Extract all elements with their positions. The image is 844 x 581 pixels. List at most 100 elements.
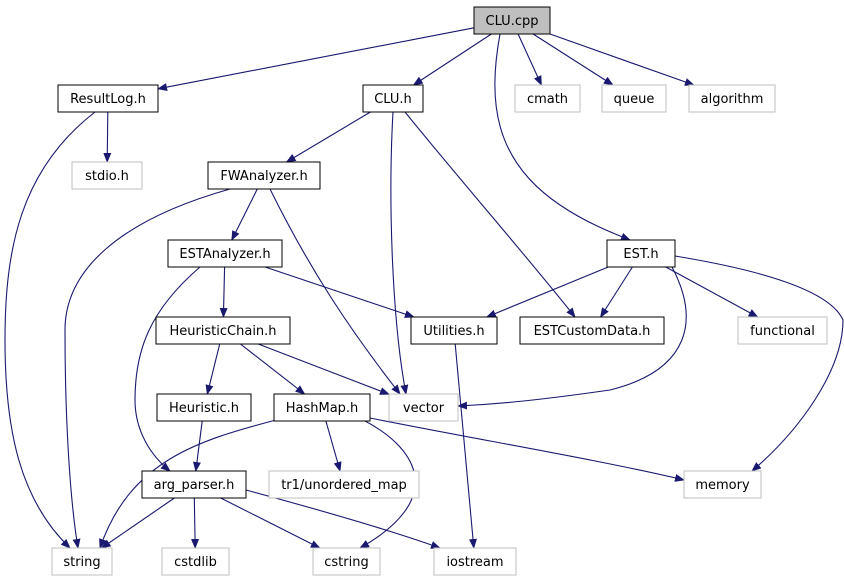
node-box-resultlog_h bbox=[57, 84, 159, 113]
edge-clu_cpp-to-clu_h bbox=[412, 33, 492, 86]
node-box-iostream bbox=[433, 547, 517, 576]
edge-utilities_h-to-iostream bbox=[454, 343, 477, 549]
edge-est_h-to-functional bbox=[665, 266, 759, 318]
edge-heuristicchain_h-to-hashmap_h bbox=[240, 343, 306, 395]
node-estanalyzer_h[interactable]: ESTAnalyzer.h bbox=[167, 239, 283, 268]
node-queue: queue bbox=[601, 84, 667, 113]
node-box-queue bbox=[601, 84, 667, 113]
edge-fwanalyzer_h-to-estanalyzer_h bbox=[231, 188, 258, 241]
node-box-string bbox=[51, 547, 113, 576]
edge-clu_h-to-fwanalyzer_h bbox=[285, 111, 371, 163]
node-estcustomdata_h[interactable]: ESTCustomData.h bbox=[519, 316, 665, 345]
node-label-algorithm: algorithm bbox=[701, 92, 764, 107]
node-label-utilities_h: Utilities.h bbox=[423, 324, 484, 339]
node-tr1_unordered_map: tr1/unordered_map bbox=[268, 470, 420, 499]
node-box-heuristicchain_h bbox=[155, 316, 291, 345]
node-box-tr1_unordered_map bbox=[268, 470, 420, 499]
edge-clu_cpp-to-resultlog_h bbox=[157, 27, 475, 92]
node-arg_parser_h[interactable]: arg_parser.h bbox=[141, 470, 247, 499]
node-label-queue: queue bbox=[614, 92, 655, 107]
edge-heuristicchain_h-to-vector bbox=[258, 343, 390, 395]
node-label-stdio_h: stdio.h bbox=[85, 169, 129, 184]
edge-heuristic_h-to-arg_parser_h bbox=[192, 420, 203, 472]
node-box-heuristic_h bbox=[156, 393, 252, 422]
node-box-vector bbox=[388, 393, 459, 422]
node-box-arg_parser_h bbox=[141, 470, 247, 499]
edge-clu_h-to-estcustomdata_h bbox=[404, 111, 576, 318]
node-label-vector: vector bbox=[403, 401, 445, 416]
node-hashmap_h[interactable]: HashMap.h bbox=[273, 393, 371, 422]
node-label-cstring: cstring bbox=[324, 555, 368, 570]
edge-estanalyzer_h-to-utilities_h bbox=[264, 266, 415, 318]
node-iostream: iostream bbox=[433, 547, 517, 576]
edge-hashmap_h-to-memory bbox=[369, 417, 685, 482]
edge-resultlog_h-to-string bbox=[4, 111, 96, 549]
node-memory: memory bbox=[683, 470, 762, 499]
node-label-iostream: iostream bbox=[446, 555, 503, 570]
node-label-heuristicchain_h: HeuristicChain.h bbox=[169, 324, 276, 339]
node-label-hashmap_h: HashMap.h bbox=[286, 401, 359, 416]
node-resultlog_h[interactable]: ResultLog.h bbox=[57, 84, 159, 113]
node-box-estanalyzer_h bbox=[167, 239, 283, 268]
node-label-estanalyzer_h: ESTAnalyzer.h bbox=[179, 247, 270, 262]
edge-hashmap_h-to-tr1_unordered_map bbox=[325, 420, 342, 472]
edge-resultlog_h-to-stdio_h bbox=[103, 111, 112, 163]
node-box-utilities_h bbox=[410, 316, 498, 345]
node-label-heuristic_h: Heuristic.h bbox=[169, 401, 239, 416]
node-label-clu_cpp: CLU.cpp bbox=[486, 14, 539, 29]
node-utilities_h[interactable]: Utilities.h bbox=[410, 316, 498, 345]
edge-est_h-to-memory bbox=[674, 255, 844, 472]
node-box-est_h bbox=[606, 239, 676, 268]
node-label-functional: functional bbox=[750, 324, 815, 339]
node-label-cstdlib: cstdlib bbox=[174, 555, 217, 570]
node-label-resultlog_h: ResultLog.h bbox=[70, 92, 146, 107]
node-heuristicchain_h[interactable]: HeuristicChain.h bbox=[155, 316, 291, 345]
node-box-estcustomdata_h bbox=[519, 316, 665, 345]
edge-clu_cpp-to-algorithm bbox=[549, 33, 695, 86]
edge-arg_parser_h-to-iostream bbox=[245, 489, 441, 549]
node-clu_h[interactable]: CLU.h bbox=[362, 84, 424, 113]
node-label-estcustomdata_h: ESTCustomData.h bbox=[534, 324, 651, 339]
edge-arg_parser_h-to-string bbox=[100, 497, 175, 549]
node-box-functional bbox=[737, 316, 828, 345]
node-label-est_h: EST.h bbox=[623, 247, 658, 262]
edge-estanalyzer_h-to-arg_parser_h bbox=[134, 266, 201, 472]
node-cstring: cstring bbox=[312, 547, 381, 576]
node-heuristic_h[interactable]: Heuristic.h bbox=[156, 393, 252, 422]
node-label-fwanalyzer_h: FWAnalyzer.h bbox=[220, 169, 307, 184]
node-box-cstdlib bbox=[161, 547, 230, 576]
node-label-string: string bbox=[63, 555, 100, 570]
node-label-arg_parser_h: arg_parser.h bbox=[154, 478, 235, 493]
edge-est_h-to-estcustomdata_h bbox=[600, 266, 633, 318]
edge-arg_parser_h-to-cstdlib bbox=[191, 497, 200, 549]
node-box-fwanalyzer_h bbox=[207, 161, 321, 190]
edge-est_h-to-vector bbox=[457, 266, 687, 410]
node-label-tr1_unordered_map: tr1/unordered_map bbox=[281, 478, 407, 493]
node-stdio_h: stdio.h bbox=[71, 161, 143, 190]
node-box-stdio_h bbox=[71, 161, 143, 190]
node-label-clu_h: CLU.h bbox=[374, 92, 412, 107]
edge-clu_h-to-vector bbox=[390, 111, 409, 395]
node-label-cmath: cmath bbox=[527, 92, 568, 107]
node-box-clu_h bbox=[362, 84, 424, 113]
edge-clu_cpp-to-cmath bbox=[517, 33, 542, 86]
node-cstdlib: cstdlib bbox=[161, 547, 230, 576]
node-label-memory: memory bbox=[695, 478, 750, 493]
node-vector: vector bbox=[388, 393, 459, 422]
edge-clu_cpp-to-queue bbox=[532, 33, 614, 86]
node-algorithm: algorithm bbox=[688, 84, 776, 113]
node-clu_cpp[interactable]: CLU.cpp bbox=[473, 6, 551, 35]
edge-fwanalyzer_h-to-vector bbox=[269, 188, 401, 395]
edge-estanalyzer_h-to-heuristicchain_h bbox=[219, 266, 228, 318]
edge-clu_cpp-to-est_h bbox=[494, 33, 631, 241]
edge-arg_parser_h-to-cstring bbox=[220, 497, 321, 549]
node-string: string bbox=[51, 547, 113, 576]
node-box-memory bbox=[683, 470, 762, 499]
node-est_h[interactable]: EST.h bbox=[606, 239, 676, 268]
node-box-clu_cpp bbox=[473, 6, 551, 35]
node-fwanalyzer_h[interactable]: FWAnalyzer.h bbox=[207, 161, 321, 190]
node-box-hashmap_h bbox=[273, 393, 371, 422]
edge-est_h-to-utilities_h bbox=[485, 266, 609, 318]
